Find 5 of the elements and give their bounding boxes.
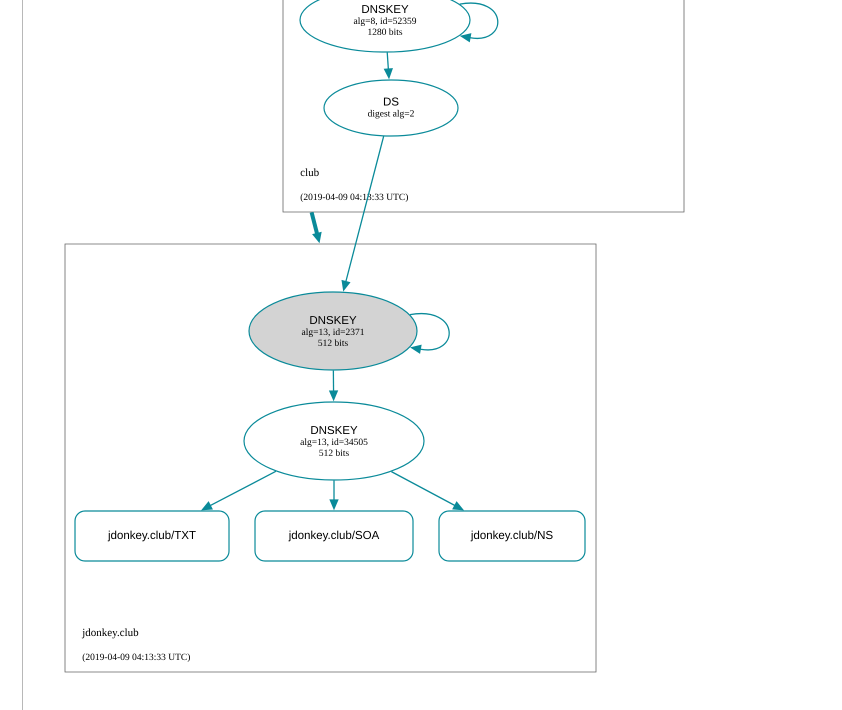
arrow bbox=[410, 312, 450, 354]
record-box: jdonkey.club/SOA bbox=[254, 510, 414, 562]
record-box: jdonkey.club/TXT bbox=[74, 510, 230, 562]
record-box: jdonkey.club/NS bbox=[438, 510, 586, 562]
arrow bbox=[460, 2, 498, 42]
